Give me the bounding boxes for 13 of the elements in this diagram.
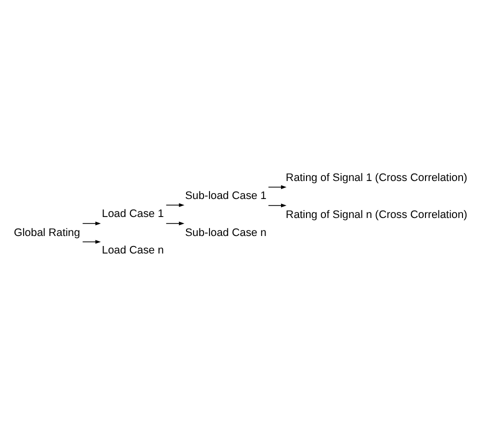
node-text: Load Case 1 [102,208,164,220]
node-text: Load Case n [102,244,164,256]
arrow [82,239,101,244]
arrow [82,221,101,225]
node-text: Global Rating [14,226,80,238]
node-text: Sub-load Case n [185,226,267,238]
node-text: Rating of Signal n (Cross Correlation) [286,208,468,220]
arrow [166,202,184,207]
arrow [166,221,184,225]
node-text: Rating of Signal 1 (Cross Correlation) [286,172,468,184]
arrow [268,184,286,189]
arrow [268,203,286,207]
node-text: Sub-load Case 1 [185,190,267,202]
